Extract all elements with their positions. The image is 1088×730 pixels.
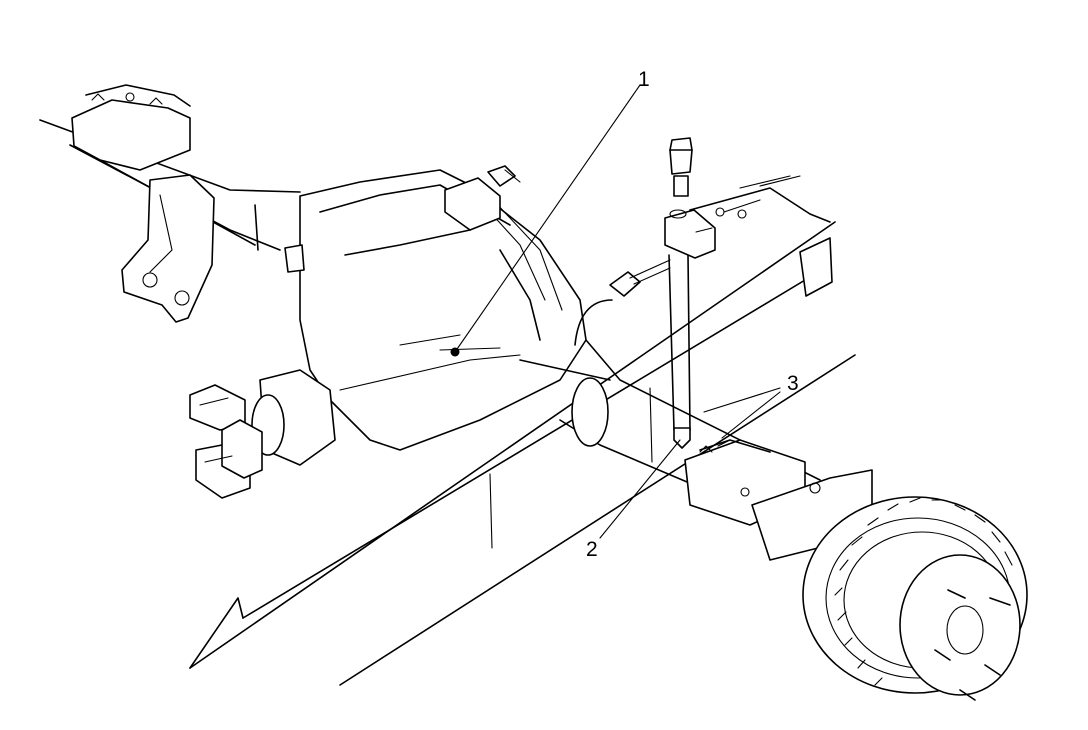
brake-drum <box>802 496 1028 701</box>
callout-2: 2 <box>586 538 598 561</box>
differential-housing <box>284 169 821 531</box>
callout-1: 1 <box>638 68 650 91</box>
pinion-yoke <box>189 369 336 499</box>
frame-rail <box>189 175 856 686</box>
hose-clamp <box>444 165 521 231</box>
callout-3: 3 <box>787 372 799 395</box>
vent-hose-assembly <box>574 137 761 449</box>
axle-tube-left <box>39 84 301 323</box>
leader-lines <box>450 84 781 539</box>
